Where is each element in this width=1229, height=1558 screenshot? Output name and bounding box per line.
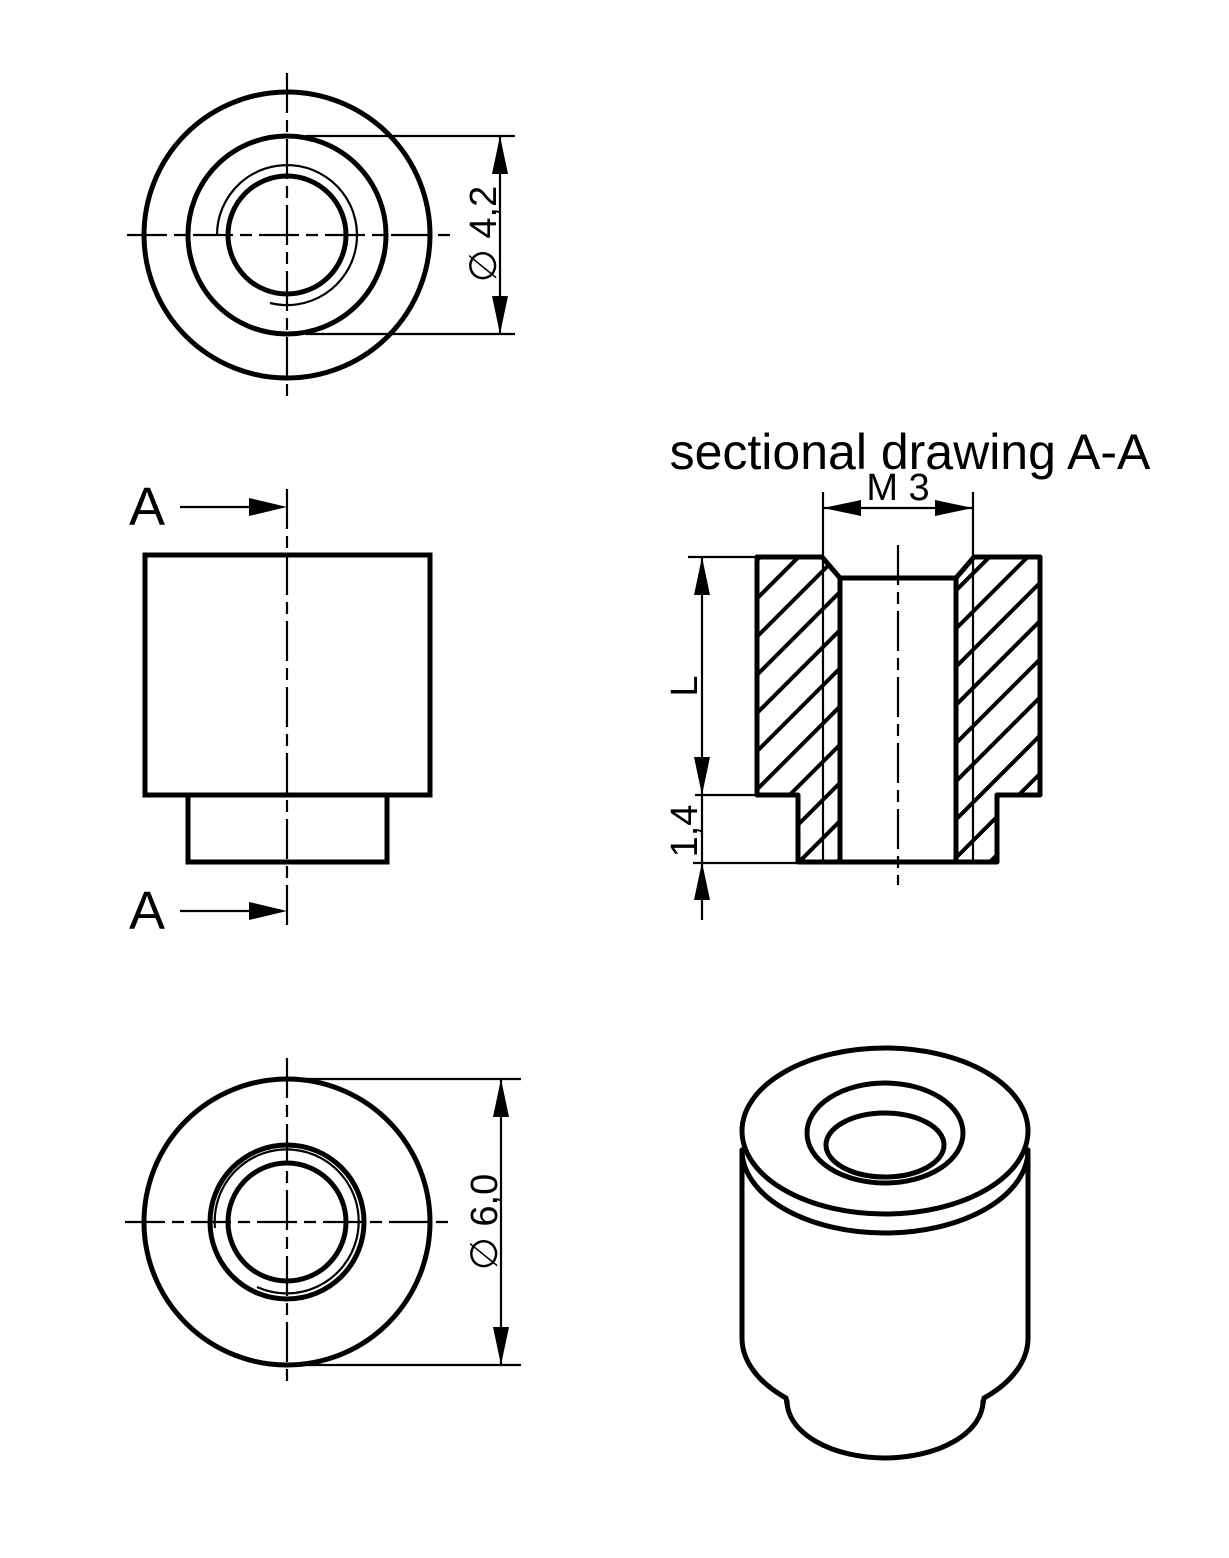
dim-label-length: L: [664, 675, 706, 696]
section-title: sectional drawing A-A: [670, 424, 1151, 480]
front-view-boss-outline: [185, 792, 390, 865]
bottom-view-chamfer-circle: [207, 1142, 367, 1302]
section-hatch-right: [956, 557, 1040, 862]
section-label-top: A: [129, 477, 165, 537]
section-arrow-icon: [249, 902, 287, 920]
isometric-view: [739, 1045, 1031, 1461]
dim-label-bottom-diameter: ∅ 6,0: [464, 1174, 506, 1270]
dim-arrow-down-icon: [493, 1327, 509, 1365]
section-cut-indicator-top: A: [129, 477, 287, 537]
section-hatch-left: [757, 557, 840, 862]
front-view: A A: [129, 477, 433, 941]
section-outline: [754, 554, 1043, 865]
section-label-bottom: A: [129, 881, 165, 941]
top-view: ∅ 4,2: [127, 73, 515, 400]
section-view: sectional drawing A-A M 3 L 1,4: [664, 424, 1151, 920]
dim-length-and-boss-height: L 1,4: [664, 555, 798, 920]
top-view-counterbore-circle: [185, 133, 389, 337]
iso-hole-ellipse: [823, 1110, 947, 1180]
dim-arrow-up-icon: [492, 136, 508, 174]
dim-arrow-up-icon: [493, 1079, 509, 1117]
front-view-body-outline: [142, 552, 433, 798]
section-arrow-icon: [249, 498, 287, 516]
dim-arrow-left-icon: [823, 500, 861, 516]
dim-arrow-right-icon: [935, 500, 973, 516]
dim-arrow-down-icon: [694, 757, 710, 795]
top-view-hole-circle: [225, 173, 349, 297]
section-cut-indicator-bottom: A: [129, 881, 287, 941]
top-view-thread-arc: [215, 164, 359, 307]
iso-top-rim-arc: [739, 1147, 1031, 1236]
dim-label-thread: M 3: [866, 467, 929, 509]
iso-top-face-ellipse: [739, 1045, 1031, 1217]
bottom-view: ∅ 6,0: [125, 1058, 521, 1385]
bottom-view-hole-circle: [225, 1160, 349, 1284]
dim-label-boss-height: 1,4: [664, 805, 706, 858]
bottom-view-thread-arc: [213, 1148, 360, 1295]
top-view-outer-circle: [141, 89, 433, 381]
dim-top-diameter: ∅ 4,2: [306, 134, 515, 336]
dim-arrow-up-icon: [694, 862, 710, 900]
iso-counterbore-ellipse: [804, 1080, 966, 1186]
dim-bottom-diameter: ∅ 6,0: [306, 1077, 521, 1367]
iso-body-bottom-arc-left: [739, 1335, 789, 1401]
iso-boss-bottom-arc: [784, 1398, 986, 1461]
dim-arrow-down-icon: [492, 296, 508, 334]
iso-body-bottom-arc-right: [981, 1335, 1031, 1401]
dim-arrow-up-icon: [694, 557, 710, 595]
dim-label-top-diameter: ∅ 4,2: [463, 186, 505, 282]
dim-thread: M 3: [823, 467, 973, 516]
bottom-view-outer-circle: [141, 1076, 433, 1368]
